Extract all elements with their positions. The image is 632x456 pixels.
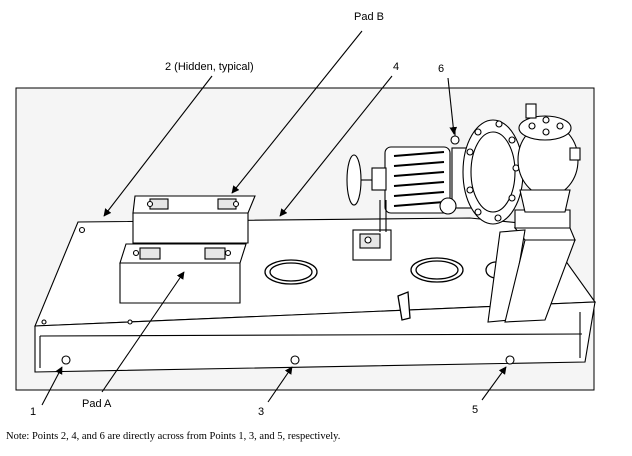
baseplate-openings <box>264 257 507 321</box>
leader-lines <box>41 30 507 406</box>
pad-b <box>132 195 256 244</box>
label-point-4: 4 <box>393 61 399 73</box>
pad-a <box>119 243 247 304</box>
figure-note: Note: Points 2, 4, and 6 are directly ac… <box>6 431 341 442</box>
label-point-5: 5 <box>472 404 478 416</box>
label-pad-b: Pad B <box>354 11 384 23</box>
label-pad-a: Pad A <box>82 398 112 410</box>
pump-casing <box>450 103 581 225</box>
label-point-1: 1 <box>30 406 36 418</box>
label-point-6: 6 <box>438 63 444 75</box>
label-point-3: 3 <box>258 406 264 418</box>
label-hidden-typical: 2 (Hidden, typical) <box>165 61 254 73</box>
pump-pedestal <box>487 195 576 323</box>
leveling-bolts <box>61 355 515 365</box>
